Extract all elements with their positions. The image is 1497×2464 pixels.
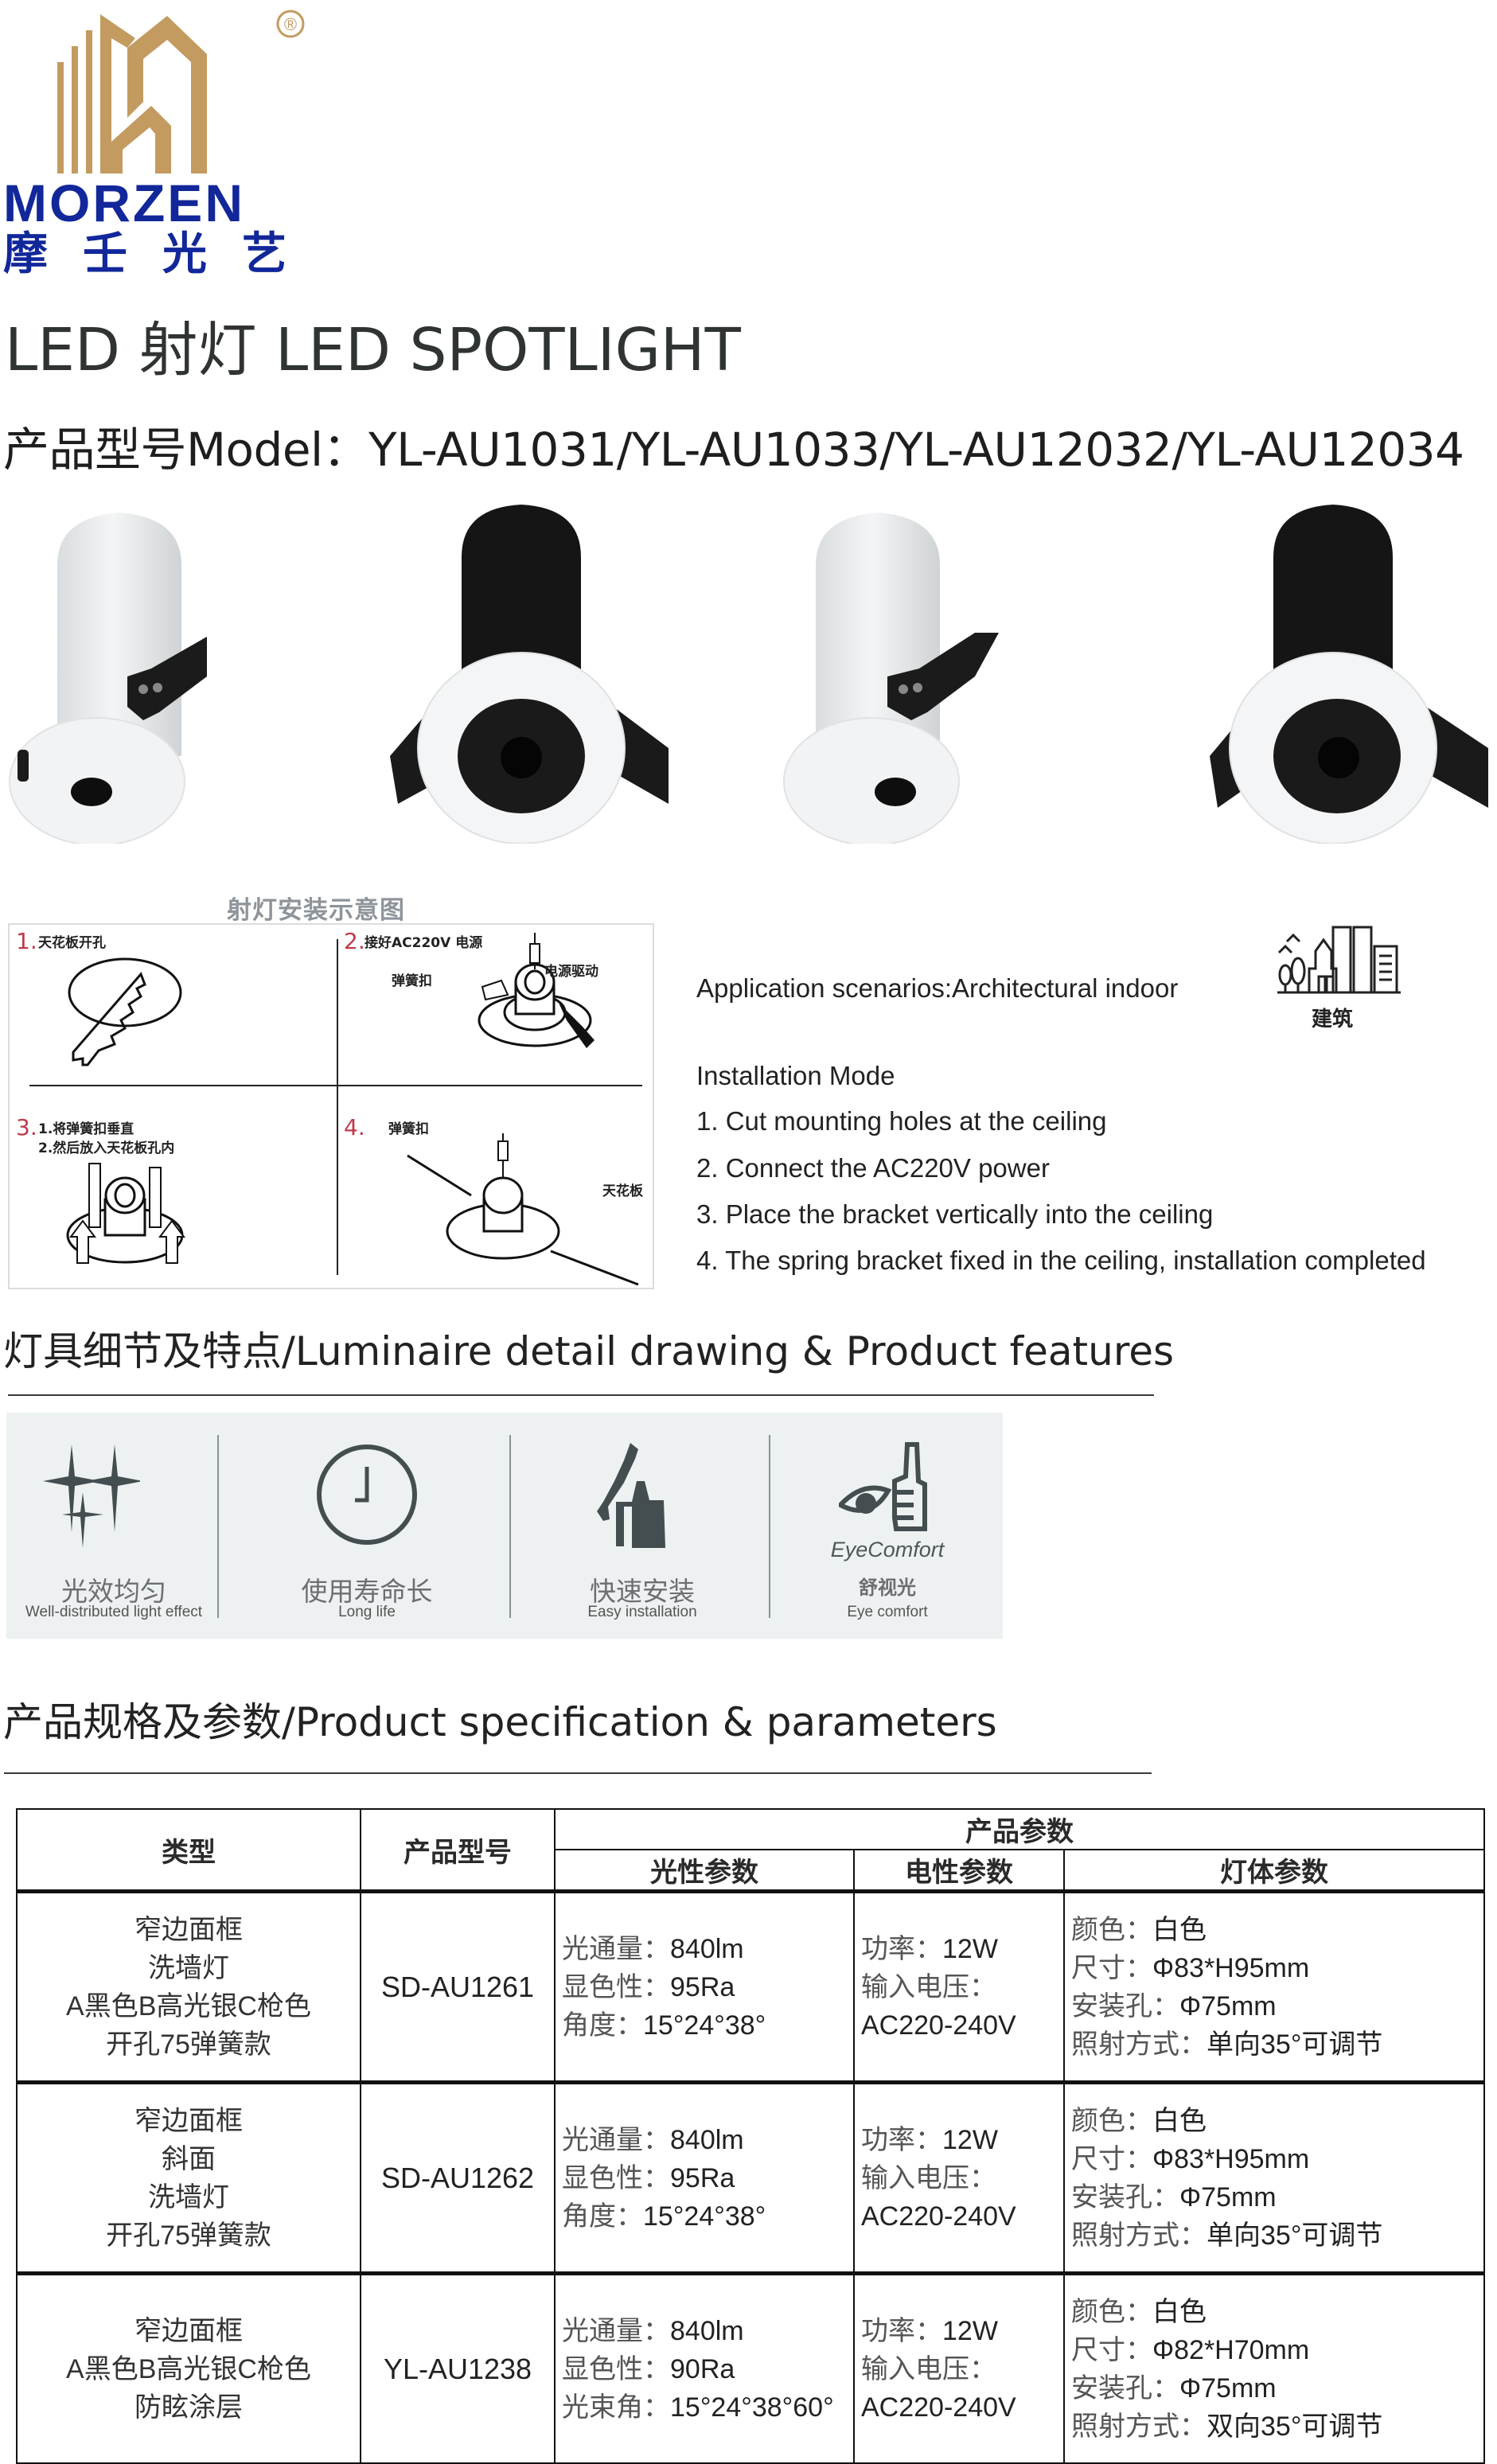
feature-cn-label: 光效均匀: [61, 1576, 166, 1607]
svg-text:®: ®: [284, 14, 297, 34]
table-row: 窄边面框 斜面 洗墙灯 开孔75弹簧款 SD-AU1262 光通量：840lm …: [16, 2081, 1485, 2275]
installation-step-3: 3. Place the bracket vertically into the…: [696, 1199, 1214, 1229]
feature-divider: [769, 1435, 770, 1618]
feature-easy-installation: 快速安装 Easy installation: [513, 1413, 772, 1639]
product-image-black-lamp-1: [390, 505, 669, 844]
spec-heading: 产品规格及参数/Product specification & paramete…: [3, 1699, 997, 1745]
step-number-1: 1.: [16, 928, 37, 954]
install-diagram: 1. 天花板开孔 2. 接好AC220V 电源 电源驱动 弹簧扣 3. 1.将弹…: [8, 923, 654, 1289]
installation-step-4: 4. The spring bracket fixed in the ceili…: [696, 1246, 1426, 1275]
spec-table: 类型 产品型号 产品参数 光性参数 电性参数 灯体参数 窄边面框 洗墙灯 A黑色…: [16, 1808, 1485, 2464]
cell-model: SD-AU1261: [360, 1890, 556, 2084]
brand-logo-mark-icon: ®: [57, 10, 305, 173]
features-panel: 光效均匀 Well-distributed light effect 使用寿命长…: [6, 1413, 1003, 1639]
feature-en-label: Easy installation: [587, 1604, 697, 1620]
sparkle-icon: [43, 1444, 140, 1548]
wrench-thumbs-up-icon: [597, 1443, 665, 1548]
step-number-3: 3.: [16, 1114, 37, 1140]
step-2-spring-label: 弹簧扣: [392, 973, 432, 989]
header-electrical: 电性参数: [853, 1849, 1065, 1893]
feature-cn-label: 舒视光: [859, 1577, 916, 1599]
cell-body: 颜色：白色 尺寸：Φ83*H95mm 安装孔：Φ75mm 照射方式：单向35°可…: [1063, 1890, 1485, 2084]
cell-electrical: 功率：12W 输入电压： AC220-240V: [853, 2081, 1065, 2275]
building-icon: [1277, 926, 1401, 994]
header-params: 产品参数: [554, 1808, 1485, 1850]
feature-en-label: Well-distributed light effect: [25, 1604, 203, 1620]
header-body: 灯体参数: [1063, 1849, 1485, 1893]
cell-electrical: 功率：12W 输入电压： AC220-240V: [853, 1890, 1065, 2084]
cell-electrical: 功率：12W 输入电压： AC220-240V: [853, 2272, 1065, 2464]
table-row: 窄边面框 洗墙灯 A黑色B高光银C枪色 开孔75弹簧款 SD-AU1261 光通…: [16, 1890, 1485, 2084]
product-image-black-lamp-2: [1210, 505, 1488, 844]
cell-body: 颜色：白色 尺寸：Φ83*H95mm 安装孔：Φ75mm 照射方式：单向35°可…: [1063, 2081, 1485, 2275]
cell-body: 颜色：白色 尺寸：Φ82*H70mm 安装孔：Φ75mm 照射方式：双向35°可…: [1063, 2272, 1485, 2464]
step-3-label-2: 2.然后放入天花板孔内: [38, 1140, 175, 1156]
cell-type: 窄边面框 A黑色B高光银C枪色 防眩涂层: [16, 2272, 361, 2464]
product-image-white-lamp-1: [9, 513, 207, 844]
features-heading-rule: [8, 1394, 1154, 1396]
step-2-label: 接好AC220V 电源: [365, 935, 483, 951]
feature-eye-comfort: EyeComfort 舒视光 Eye comfort: [772, 1413, 1003, 1639]
eyecomfort-brand: EyeComfort: [830, 1538, 945, 1561]
installation-step-1: 1. Cut mounting holes at the ceiling: [696, 1106, 1107, 1136]
feature-divider: [217, 1435, 219, 1618]
cell-optical: 光通量：840lm 显色性：95Ra 角度：15°24°38°: [554, 2081, 855, 2275]
step-number-2: 2.: [344, 928, 365, 954]
brand-name-en: MORZEN: [3, 173, 245, 232]
application-scenarios: Application scenarios:Architectural indo…: [696, 973, 1179, 1003]
page-title: LED 射灯 LED SPOTLIGHT: [5, 316, 741, 384]
feature-en-label: Long life: [338, 1604, 396, 1620]
feature-cn-label: 使用寿命长: [301, 1576, 433, 1607]
header-type: 类型: [16, 1808, 361, 1893]
installation-mode-title: Installation Mode: [696, 1061, 895, 1090]
eye-thumbs-up-icon: [839, 1442, 927, 1531]
step-4-ceiling-label: 天花板: [602, 1183, 643, 1199]
brand-name-cn: 摩壬光艺: [3, 228, 322, 280]
step-number-4: 4.: [344, 1114, 365, 1140]
install-diagram-title: 射灯安装示意图: [227, 896, 405, 925]
header-optical: 光性参数: [554, 1849, 855, 1893]
header-model: 产品型号: [360, 1808, 556, 1893]
feature-divider: [509, 1435, 511, 1618]
feature-light-effect: 光效均匀 Well-distributed light effect: [6, 1413, 221, 1639]
installation-step-2: 2. Connect the AC220V power: [696, 1153, 1050, 1183]
model-line: 产品型号Model：YL-AU1031/YL-AU1033/YL-AU12032…: [3, 423, 1464, 477]
step-2-driver-label: 电源驱动: [544, 964, 598, 980]
cell-optical: 光通量：840lm 显色性：90Ra 光束角：15°24°38°60°: [554, 2272, 855, 2464]
step-3-label-1: 1.将弹簧扣垂直: [38, 1121, 134, 1137]
cell-type: 窄边面框 洗墙灯 A黑色B高光银C枪色 开孔75弹簧款: [16, 1890, 361, 2084]
step-1-label: 天花板开孔: [38, 935, 106, 951]
clock-icon: [317, 1444, 417, 1545]
table-row: 窄边面框 A黑色B高光银C枪色 防眩涂层 YL-AU1238 光通量：840lm…: [16, 2272, 1485, 2464]
cell-type: 窄边面框 斜面 洗墙灯 开孔75弹簧款: [16, 2081, 361, 2275]
cell-model: SD-AU1262: [360, 2081, 556, 2275]
cell-model: YL-AU1238: [360, 2272, 556, 2464]
feature-en-label: Eye comfort: [847, 1604, 928, 1620]
building-icon-label: 建筑: [1312, 1008, 1354, 1031]
feature-long-life: 使用寿命长 Long life: [221, 1413, 513, 1639]
step-4-spring-label: 弹簧扣: [388, 1121, 429, 1137]
features-heading: 灯具细节及特点/Luminaire detail drawing & Produ…: [3, 1328, 1175, 1374]
feature-cn-label: 快速安装: [590, 1576, 695, 1607]
product-image-white-lamp-2: [783, 513, 999, 844]
cell-optical: 光通量：840lm 显色性：95Ra 角度：15°24°38°: [554, 1890, 855, 2084]
spec-heading-rule: [4, 1772, 1152, 1774]
